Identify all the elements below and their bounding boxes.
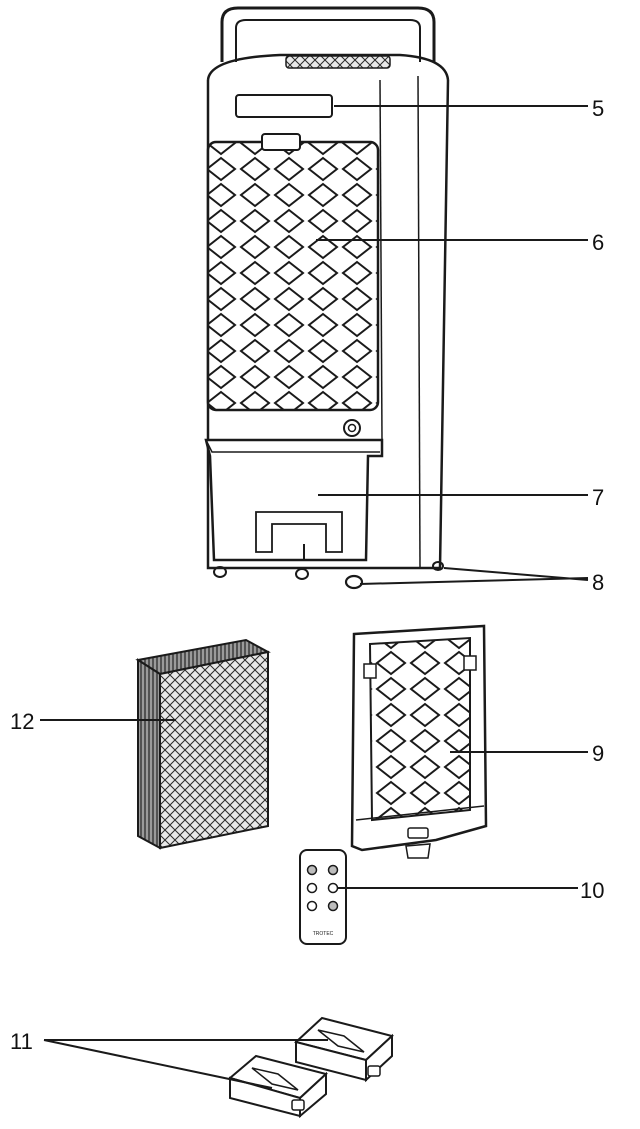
callout-5: 5 xyxy=(592,96,605,121)
remote-button xyxy=(306,882,318,894)
power-knob xyxy=(343,419,361,437)
remote-control: TROTEC xyxy=(299,849,347,945)
remote-button xyxy=(327,882,339,894)
remote-button xyxy=(327,864,339,876)
leader-lines xyxy=(40,105,589,1089)
remote-button xyxy=(306,900,318,912)
carry-handle xyxy=(220,6,436,62)
remote-brand-logo: TROTEC xyxy=(313,931,334,937)
leader-line-11a xyxy=(43,1039,273,1089)
cooling-pack xyxy=(227,1054,329,1119)
callout-10: 10 xyxy=(580,878,605,903)
callout-7: 7 xyxy=(592,485,605,510)
cooling-packs xyxy=(227,1016,395,1119)
front-grille xyxy=(206,140,380,412)
callout-9: 9 xyxy=(592,741,605,766)
remote-button xyxy=(306,864,318,876)
cooling-pack xyxy=(293,1016,395,1083)
callout-6: 6 xyxy=(592,230,605,255)
removable-grille xyxy=(350,624,488,859)
control-panel xyxy=(235,94,333,118)
callout-12: 12 xyxy=(10,709,35,734)
leader-line-8b xyxy=(443,567,589,581)
air-cooler-main-unit xyxy=(204,6,450,590)
remote-button xyxy=(327,900,339,912)
honeycomb-filter xyxy=(135,638,271,850)
leader-line-8a xyxy=(359,577,589,585)
callout-11: 11 xyxy=(10,1029,33,1054)
water-tank xyxy=(204,438,384,562)
castor-wheels xyxy=(213,561,444,590)
callout-8: 8 xyxy=(592,570,605,595)
